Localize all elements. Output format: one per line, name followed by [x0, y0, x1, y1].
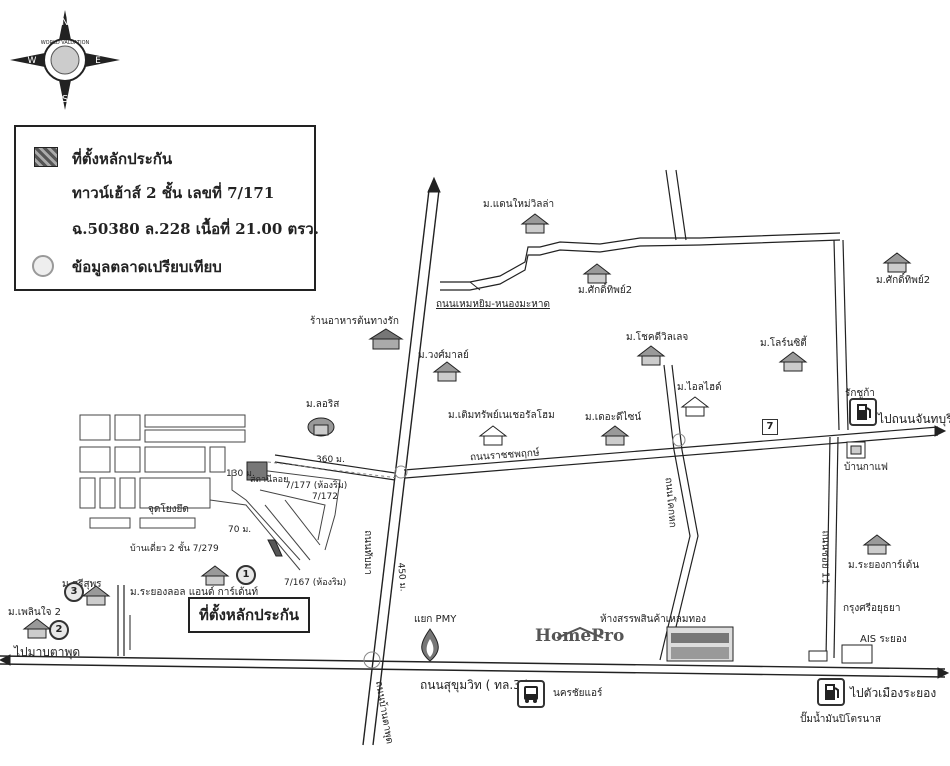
place-srisuphan: ม.ศรีสุพร — [62, 579, 102, 590]
building-icon — [846, 441, 866, 459]
compass-rose: N S W E WORLD VALUATION — [10, 10, 120, 110]
house-icon — [307, 417, 335, 437]
place-rayong-homeland: ม.ระยองลอล แอนด์ การ์เด้นท์ — [130, 587, 259, 598]
road-label-sukhumvit: ถนนสุขุมวิท ( ทล.3 ) — [420, 678, 530, 692]
plot-167: 7/167 (ห้องริม) — [284, 578, 347, 588]
place-sakdi-2: ม.ศักดิ์ทิพย์2 — [578, 285, 633, 296]
comparable-marker-3[interactable]: 3 — [64, 582, 84, 602]
pmy-building-icon — [421, 628, 439, 662]
building-icon — [808, 650, 828, 662]
petronas-fuel-icon — [817, 678, 845, 706]
direction-map-ta-phut: ไปมาบตาพุด — [14, 645, 81, 659]
map-legend: ที่ตั้งหลักประกัน ทาวน์เฮ้าส์ 2 ชั้น เลข… — [14, 125, 319, 291]
place-ban-kaf: บ้านกาแฟ — [844, 462, 888, 473]
house-icon — [636, 345, 666, 366]
house-icon — [81, 585, 111, 606]
legend-comparable-label: ข้อมูลตลาดเปรียบเทียบ — [72, 258, 222, 276]
place-sakdi-2-right: ม.ศักดิ์ทิพย์2 — [876, 275, 931, 286]
house-icon — [432, 361, 462, 382]
house-icon — [478, 425, 508, 446]
place-pmy: แยก PMY — [414, 614, 457, 625]
place-ban-diao: บ้านเดี่ยว 2 ชั้น 7/279 — [130, 544, 219, 554]
plot-177: 7/177 (ห้องริม) — [285, 481, 348, 491]
fuel-station-icon — [849, 398, 877, 426]
subject-location-box[interactable]: ที่ตั้งหลักประกัน — [188, 597, 310, 633]
subject-plot — [267, 539, 283, 557]
house-icon — [600, 425, 630, 446]
house-icon — [680, 396, 710, 417]
place-lokan: ม.โลร์นซิตี้ — [760, 338, 807, 349]
place-ais: AIS ระยอง — [860, 634, 907, 645]
house-icon — [520, 213, 550, 234]
legend-subject-line3: ฉ.50380 ล.228 เนื้อที่ 21.00 ตรว. — [72, 220, 319, 238]
place-phloen-chit: ม.เพลินใจ 2 — [8, 607, 62, 618]
compass-logo-text: WORLD VALUATION — [41, 40, 90, 46]
distance-450: 450 ม. — [395, 562, 408, 592]
comparable-marker-2[interactable]: 2 — [49, 620, 69, 640]
place-rak-chok: รักชูก้า — [845, 388, 875, 399]
place-krungthai: กรุงศรีอยุธยา — [843, 603, 901, 614]
homepro-roof-icon — [556, 626, 604, 639]
building-icon — [841, 644, 873, 664]
place-ruenrom: ม.เติมทรัพย์เนเชอรัลโฮม — [448, 410, 555, 421]
comparable-marker-1[interactable]: 1 — [236, 565, 256, 585]
seven-eleven-icon: 7 — [762, 419, 778, 435]
sukhumvit-road — [0, 654, 950, 679]
nongmaphat-road — [440, 239, 841, 291]
direction-chanthaburi: ไปถนนจันทบุรี — [878, 412, 950, 426]
house-icon — [368, 328, 404, 350]
road-label-nongmaphat: ถนนเหมหยิม-หนองมะหาด — [436, 299, 550, 310]
plot-sathani: สถานีลอย — [250, 475, 289, 485]
homepro-logo: HomePro — [535, 626, 625, 646]
place-desenai: ม.เดอะดีไซน์ — [585, 412, 642, 423]
house-icon — [862, 534, 892, 555]
place-judoyong: จุดโยงยึด — [148, 504, 189, 515]
house-icon — [22, 618, 52, 639]
house-icon — [200, 565, 230, 586]
compass-s: S — [62, 94, 68, 105]
house-icon — [778, 351, 808, 372]
compass-w: W — [28, 56, 37, 66]
village-grid — [79, 414, 341, 571]
distance-360: 360 ม. — [316, 455, 345, 465]
comparable-circle-icon — [32, 255, 54, 277]
place-big-c: ห้างสรรพสินค้าเหลมทอง — [600, 614, 706, 625]
distance-70: 70 ม. — [228, 525, 252, 535]
compass-n: N — [61, 17, 68, 28]
plot-130: 130 ม. — [226, 469, 255, 479]
place-chokdee: ม.โชคดีวิลเลจ — [626, 332, 689, 343]
place-restaurant: ร้านอาหารต้นทางรัก — [310, 316, 399, 327]
place-ban-chai: ม.แดนใหม่วิลล่า — [483, 199, 555, 210]
place-ivy: ม.ไอลไฮด์ — [677, 382, 722, 393]
place-nakhon-chai: นครชัยแอร์ — [553, 688, 603, 699]
house-icon — [582, 263, 612, 284]
place-rayong-garden: ม.ระยองการ์เด้น — [848, 560, 920, 571]
subject-swatch-icon — [34, 147, 58, 167]
road-label-soi-11: ถนนซอย 11 — [819, 530, 831, 585]
bus-icon — [517, 680, 545, 708]
legend-subject-label: ที่ตั้งหลักประกัน — [72, 150, 173, 168]
legend-subject-line2: ทาวน์เฮ้าส์ 2 ชั้น เลขที่ 7/171 — [72, 184, 275, 202]
house-icon — [882, 252, 912, 273]
koke-road — [659, 364, 691, 661]
road-label-thap-ma: ถนนทับมา — [361, 530, 373, 575]
place-wongkhamsai: ม.วงศ์มาลย์ — [418, 350, 469, 361]
compass-e: E — [95, 56, 101, 66]
place-mairisa: ม.ลอริส — [306, 399, 340, 410]
place-ptt: ปั๊มน้ำมันปิโตรนาส — [800, 714, 881, 725]
plot-172: 7/172 — [312, 492, 338, 502]
department-store-icon — [666, 626, 734, 662]
direction-rayong-city: ไปตัวเมืองระยอง — [850, 686, 937, 700]
